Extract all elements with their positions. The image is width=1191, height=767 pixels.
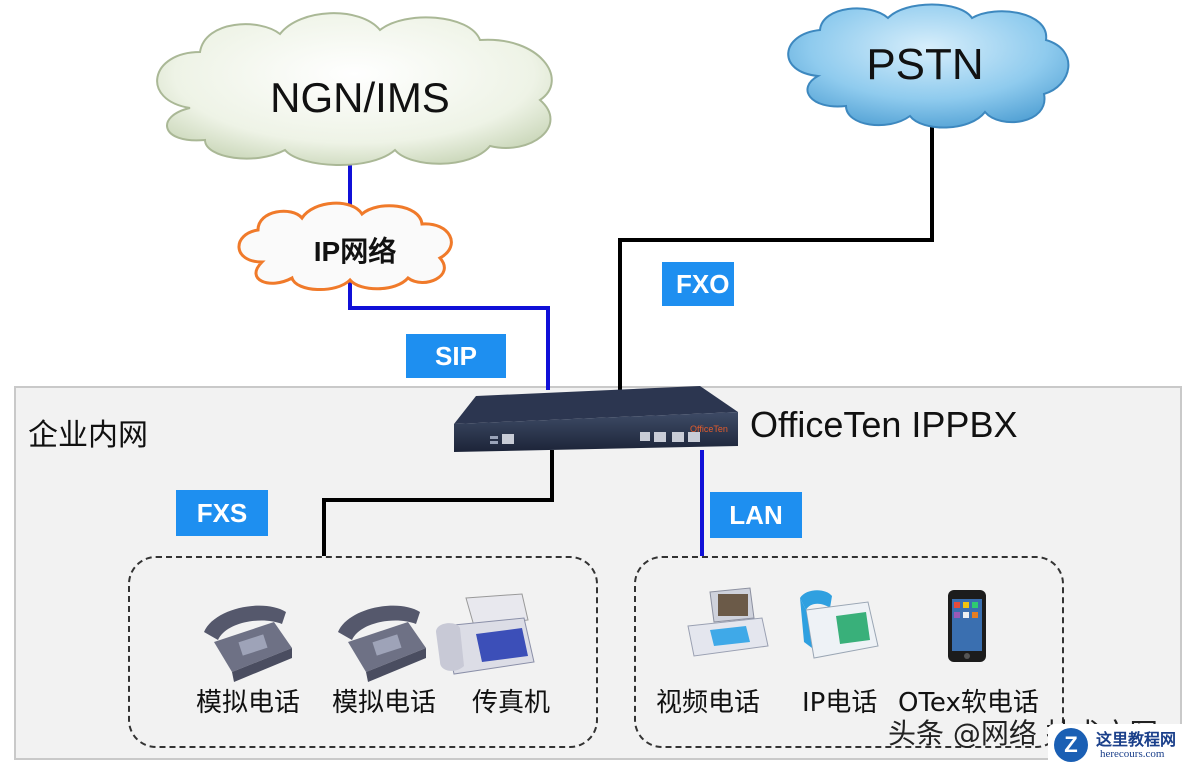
analog-phone-2-icon: [338, 605, 426, 682]
pbx-brand: OfficeTen: [690, 424, 728, 434]
analog-phone-2-label: 模拟电话: [332, 688, 437, 718]
lan-tag: LAN: [710, 492, 802, 538]
pstn-to-pbx-link: [618, 120, 934, 390]
ngn-ims-cloud: [156, 12, 553, 166]
site-badge[interactable]: Z 这里教程网 herecours.com: [1048, 724, 1188, 766]
analog-device-zone: [128, 556, 598, 748]
badge-logo-icon: Z: [1054, 728, 1088, 762]
pstn-cloud: [787, 3, 1070, 129]
video-phone-icon: [687, 587, 769, 657]
smartphone-icon: [948, 590, 986, 662]
intranet-label: 企业内网: [28, 418, 148, 453]
fxo-tag: FXO: [662, 262, 734, 306]
badge-title: 这里教程网: [1096, 730, 1177, 749]
analog-phone-1-icon: [204, 605, 292, 682]
video-phone-label: 视频电话: [656, 688, 761, 718]
ip-phone-icon: [800, 590, 879, 659]
ippbx-device: [454, 386, 738, 452]
ip-device-zone: [634, 556, 1064, 748]
softphone-label: OTex软电话: [898, 688, 1039, 718]
analog-phone-1-label: 模拟电话: [196, 688, 301, 718]
ip-phone-label: IP电话: [802, 688, 878, 718]
ngn-ims-label: NGN/IMS: [270, 74, 450, 121]
fxs-tag: FXS: [176, 490, 268, 536]
ip-network-cloud: [237, 201, 453, 292]
fax-icon: [436, 593, 535, 675]
pbx-to-fxs-link: [322, 450, 554, 556]
sip-tag: SIP: [406, 334, 506, 378]
pbx-label: OfficeTen IPPBX: [750, 404, 1018, 445]
ip-network-label: IP网络: [313, 236, 397, 267]
pstn-label: PSTN: [866, 40, 984, 89]
badge-url: herecours.com: [1100, 748, 1165, 760]
fax-label: 传真机: [472, 688, 551, 718]
ip-to-pbx-link: [348, 280, 550, 390]
